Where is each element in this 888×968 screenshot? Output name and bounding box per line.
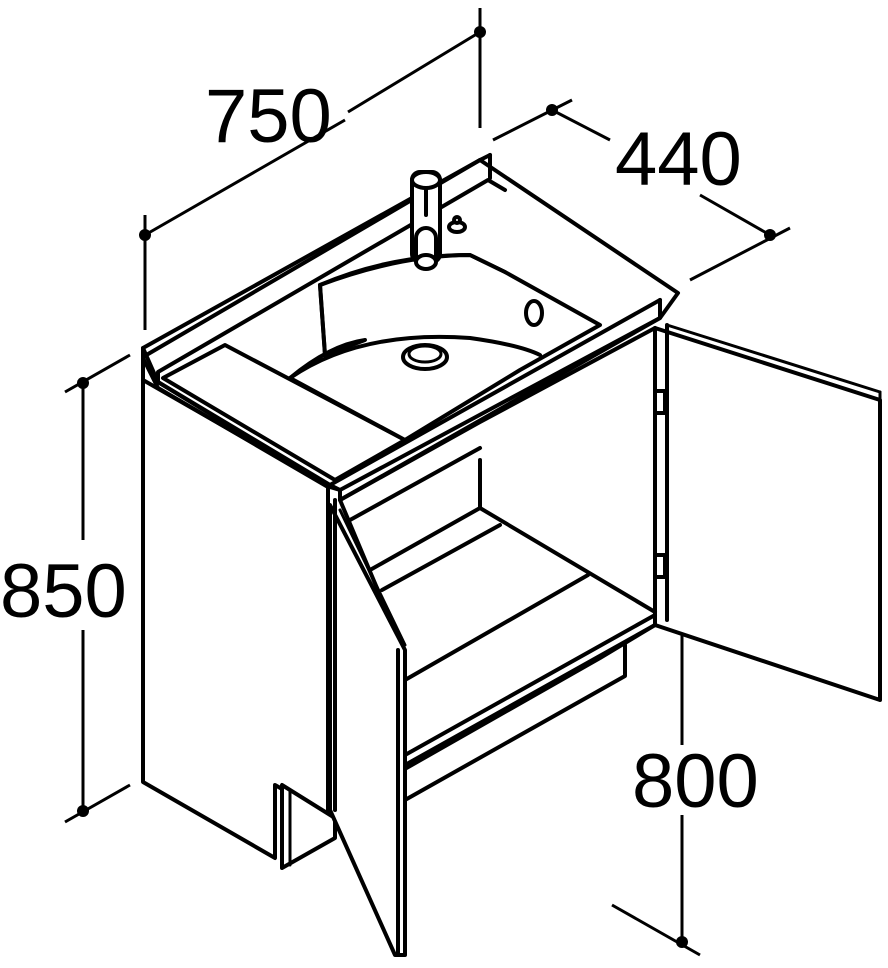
pop-up-knob-icon bbox=[447, 215, 467, 234]
dimension-depth: 440 bbox=[492, 98, 791, 282]
right-door bbox=[628, 323, 882, 702]
width-label: 750 bbox=[205, 74, 332, 159]
basin-bowl bbox=[288, 253, 602, 442]
dimension-height: 850 bbox=[0, 353, 131, 824]
cabinet-interior bbox=[338, 326, 657, 802]
backsplash bbox=[141, 153, 507, 384]
dimension-width: 750 bbox=[139, 8, 486, 330]
overflow-hole-icon bbox=[524, 299, 544, 327]
faucet-icon bbox=[410, 170, 442, 271]
depth-label: 440 bbox=[615, 117, 742, 202]
counter-height-label: 800 bbox=[632, 739, 759, 824]
height-label: 850 bbox=[0, 549, 127, 634]
left-door bbox=[326, 485, 407, 957]
shelf bbox=[403, 506, 657, 802]
